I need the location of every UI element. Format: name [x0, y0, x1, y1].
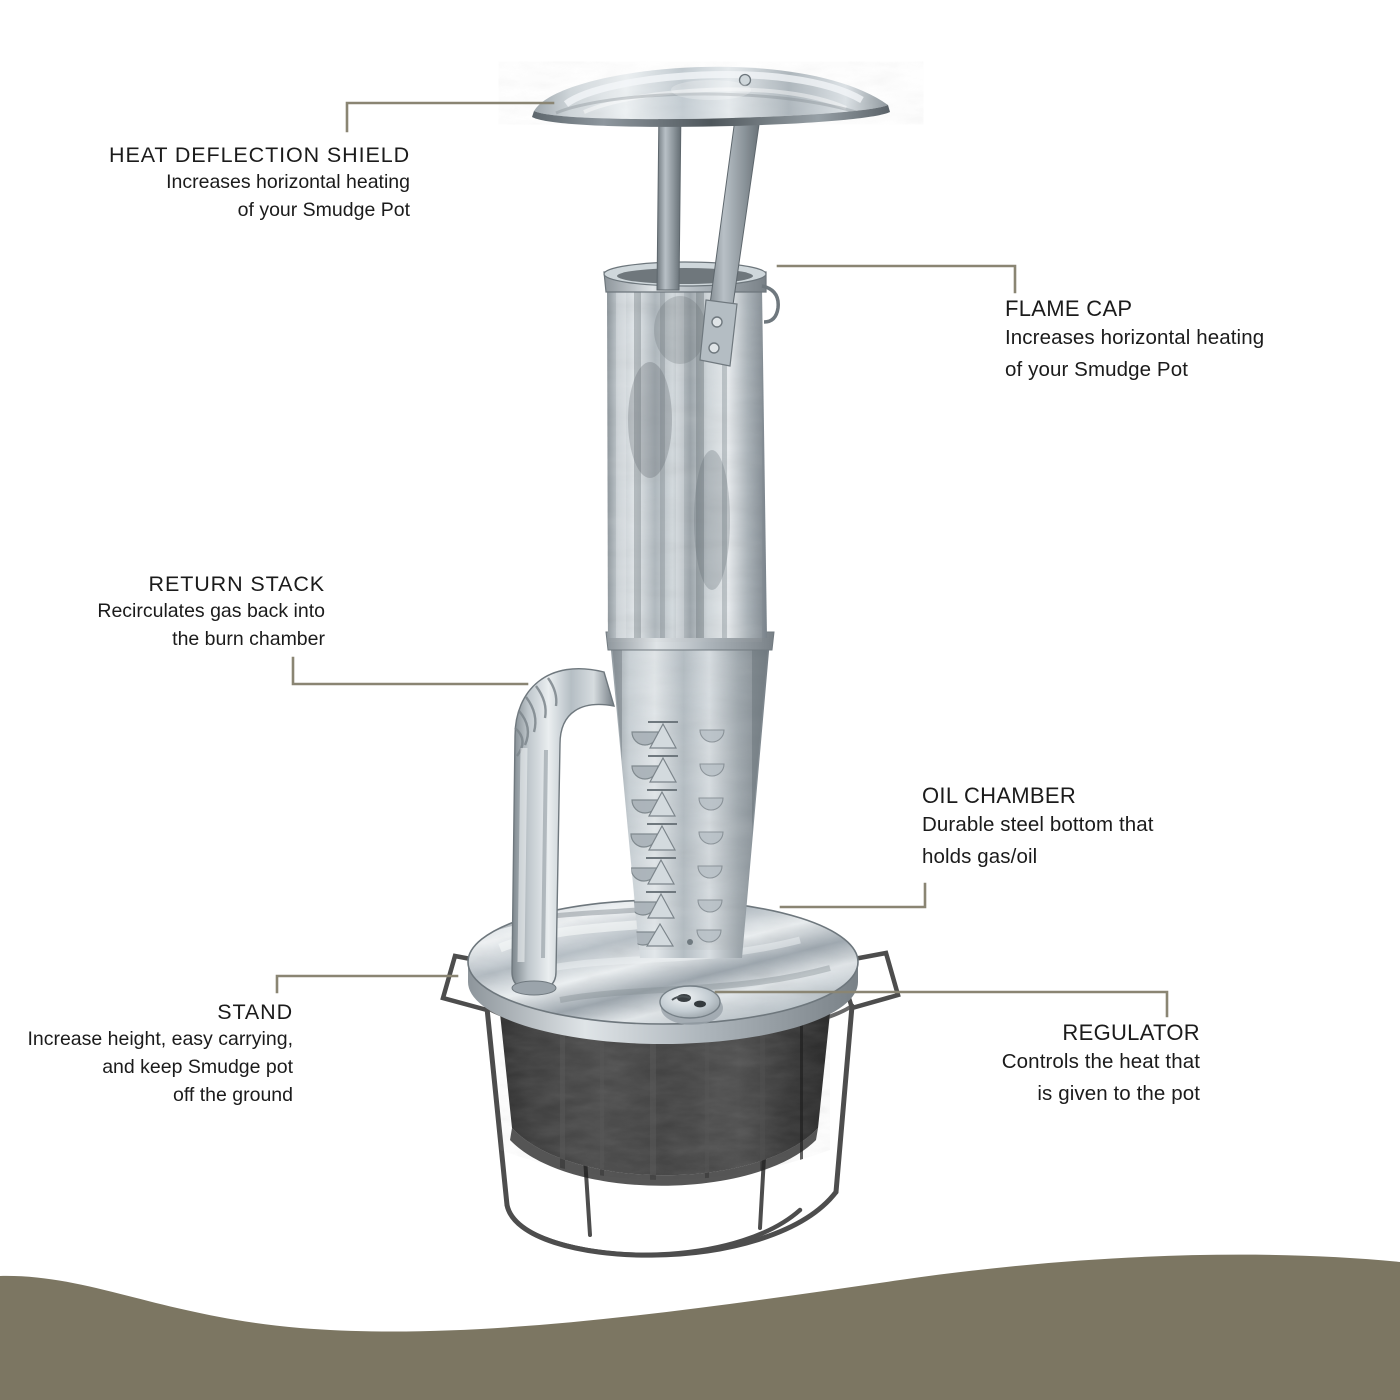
callout-title: REGULATOR	[1062, 1020, 1200, 1045]
wire-stand	[440, 950, 901, 1258]
callout-oil-chamber: OIL CHAMBER Durable steel bottom that ho…	[922, 783, 1282, 873]
bottom-wave-band	[0, 1254, 1400, 1400]
callout-title: OIL CHAMBER	[922, 783, 1077, 808]
support-strap	[656, 103, 763, 367]
callout-desc: Increases horizontal heating of your Smu…	[1005, 326, 1265, 381]
callout-heat-deflection-shield: HEAT DEFLECTION SHIELD Increases horizon…	[0, 143, 410, 224]
callout-stand: STAND Increase height, easy carrying, an…	[0, 1000, 293, 1109]
return-stack-pipe	[511, 667, 615, 996]
callout-desc: Recirculates gas back into the burn cham…	[97, 600, 325, 650]
callout-desc: Controls the heat that is given to the p…	[1001, 1050, 1200, 1105]
leader-regulator	[714, 990, 1169, 1018]
leader-oil-chamber	[779, 882, 927, 909]
callout-desc: Durable steel bottom that holds gas/oil	[922, 813, 1154, 868]
callout-desc: Increase height, easy carrying, and keep…	[27, 1028, 293, 1106]
callout-regulator: REGULATOR Controls the heat that is give…	[840, 1020, 1200, 1110]
leader-heat-deflection-shield	[345, 101, 555, 133]
callout-title: RETURN STACK	[148, 572, 325, 596]
callout-title: FLAME CAP	[1005, 296, 1133, 321]
callout-title: STAND	[217, 1000, 293, 1024]
leader-flame-cap	[776, 264, 1017, 294]
callout-desc: Increases horizontal heating of your Smu…	[166, 171, 410, 221]
heat-deflection-shield-dome	[532, 66, 890, 127]
regulator-valve[interactable]	[659, 985, 723, 1025]
galvanized-lid-disc	[467, 899, 859, 1044]
oil-chamber-pot	[498, 994, 832, 1186]
callout-title: HEAT DEFLECTION SHIELD	[109, 143, 410, 167]
perforated-burn-chamber	[605, 631, 775, 958]
leader-return-stack	[291, 656, 529, 686]
callout-flame-cap: FLAME CAP Increases horizontal heating o…	[1005, 296, 1375, 386]
leader-stand	[275, 974, 459, 994]
callout-return-stack: RETURN STACK Recirculates gas back into …	[0, 572, 325, 653]
galvanized-chimney-tube	[603, 261, 780, 642]
